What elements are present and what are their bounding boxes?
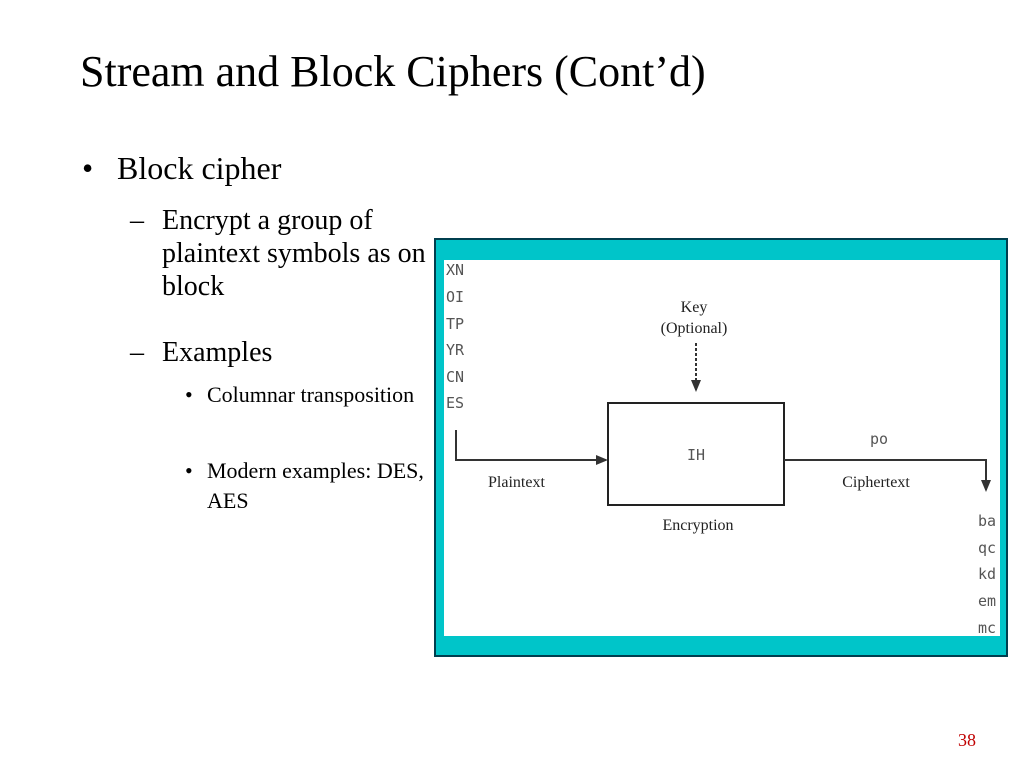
ciphertext-block: em: [978, 592, 996, 610]
ciphertext-block: ba: [978, 512, 996, 530]
encryption-box-text: IH: [687, 446, 705, 464]
slide-title: Stream and Block Ciphers (Cont’d): [80, 47, 706, 96]
plaintext-block: CN: [446, 368, 464, 386]
plaintext-block: OI: [446, 288, 464, 306]
block-cipher-diagram: XN OI TP YR CN ES Plaintext Key (Optiona…: [444, 260, 1000, 637]
ciphertext-blocks: ba qc kd em mc: [978, 512, 996, 637]
sub-sub-bullet-text: Modern examples: DES, AES: [207, 458, 424, 513]
encryption-box: [607, 402, 785, 506]
bullet-icon: •: [185, 382, 193, 407]
encryption-label: Encryption: [662, 517, 733, 534]
bullet-text: Block cipher: [117, 150, 282, 186]
ciphertext-arrow: [784, 459, 991, 492]
ciphertext-block: qc: [978, 539, 996, 557]
ciphertext-label: Ciphertext: [842, 474, 910, 491]
plaintext-block: YR: [446, 341, 465, 359]
plaintext-block: ES: [446, 394, 464, 412]
key-label: Key: [681, 299, 708, 316]
plaintext-blocks: XN OI TP YR CN ES: [446, 261, 465, 412]
plaintext-label: Plaintext: [488, 474, 545, 491]
ciphertext-arrow-text: po: [870, 430, 888, 448]
plaintext-block: XN: [446, 261, 464, 279]
block-cipher-figure: XN OI TP YR CN ES Plaintext Key (Optiona…: [434, 238, 1008, 657]
dash-icon: –: [130, 337, 144, 368]
bullet-icon: •: [82, 150, 94, 186]
sub-bullet-text: Encrypt a group of plaintext symbols as …: [162, 205, 426, 302]
sub-bullet-text: Examples: [162, 337, 273, 368]
bullet-icon: •: [185, 458, 193, 483]
plaintext-arrow: [455, 430, 608, 465]
dash-icon: –: [130, 205, 144, 236]
ciphertext-block: mc: [978, 619, 996, 637]
page-number: 38: [958, 730, 976, 750]
plaintext-block: TP: [446, 315, 464, 333]
key-optional-label: (Optional): [661, 320, 728, 337]
sub-sub-bullet-text: Columnar transposition: [207, 382, 415, 407]
ciphertext-block: kd: [978, 565, 996, 583]
bullet-block-cipher: • Block cipher: [82, 149, 281, 187]
